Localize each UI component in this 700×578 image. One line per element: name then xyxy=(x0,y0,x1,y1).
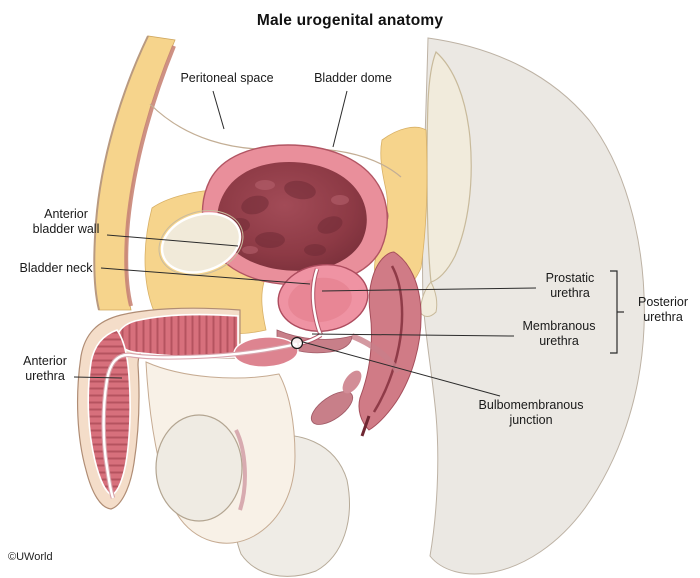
leader-anterior-urethra xyxy=(73,376,123,379)
perineal-muscle-small xyxy=(342,370,362,394)
uworld-credit: ©UWorld xyxy=(8,551,53,563)
figure-title: Male urogenital anatomy xyxy=(256,12,444,29)
leader-bladder-neck xyxy=(100,267,311,285)
bladder-lumen xyxy=(217,162,367,271)
leader-bulbomembranous-junction xyxy=(302,341,501,397)
rectus-muscle-line xyxy=(124,45,176,307)
rectum xyxy=(358,251,422,431)
bladder-mottle xyxy=(230,180,343,256)
label-bulbomembranous-junction: Bulbomembranous junction xyxy=(478,398,584,427)
leader-bladder-dome xyxy=(332,90,348,148)
leader-peritoneal-space xyxy=(212,90,225,130)
penile-urethra xyxy=(102,342,298,499)
abdominal-skin-line xyxy=(93,35,149,311)
label-posterior-urethra: Posterior urethra xyxy=(637,295,689,324)
leader-anterior-bladder-wall xyxy=(106,234,239,247)
pelvic-floor-muscle xyxy=(350,333,401,374)
sacrum xyxy=(426,50,472,283)
leader-prostatic-urethra xyxy=(321,287,537,292)
label-membranous-urethra: Membranous urethra xyxy=(522,319,596,348)
anal-canal xyxy=(360,415,371,437)
prostatic-urethra-line xyxy=(311,268,323,336)
label-bladder-neck: Bladder neck xyxy=(19,261,93,275)
label-prostatic-urethra: Prostatic urethra xyxy=(545,271,595,300)
label-anterior-bladder-wall: Anterior bladder wall xyxy=(32,207,100,236)
corpus-cavernosum-root xyxy=(115,313,239,359)
bulbomembranous-junction-marker xyxy=(290,336,304,350)
label-peritoneal-space: Peritoneal space xyxy=(180,71,274,85)
leader-membranous-urethra xyxy=(311,333,515,337)
coccyx xyxy=(419,281,438,317)
label-bladder-dome: Bladder dome xyxy=(314,71,392,85)
prostate-shade xyxy=(288,277,352,323)
perineal-muscle xyxy=(310,391,354,425)
label-anterior-urethra: Anterior urethra xyxy=(23,354,67,383)
bladder-highlight xyxy=(242,180,349,254)
pubic-symphysis-halo xyxy=(158,210,244,276)
rectal-lumen-line xyxy=(372,265,404,413)
epididymis xyxy=(234,429,247,511)
testis xyxy=(155,414,243,522)
